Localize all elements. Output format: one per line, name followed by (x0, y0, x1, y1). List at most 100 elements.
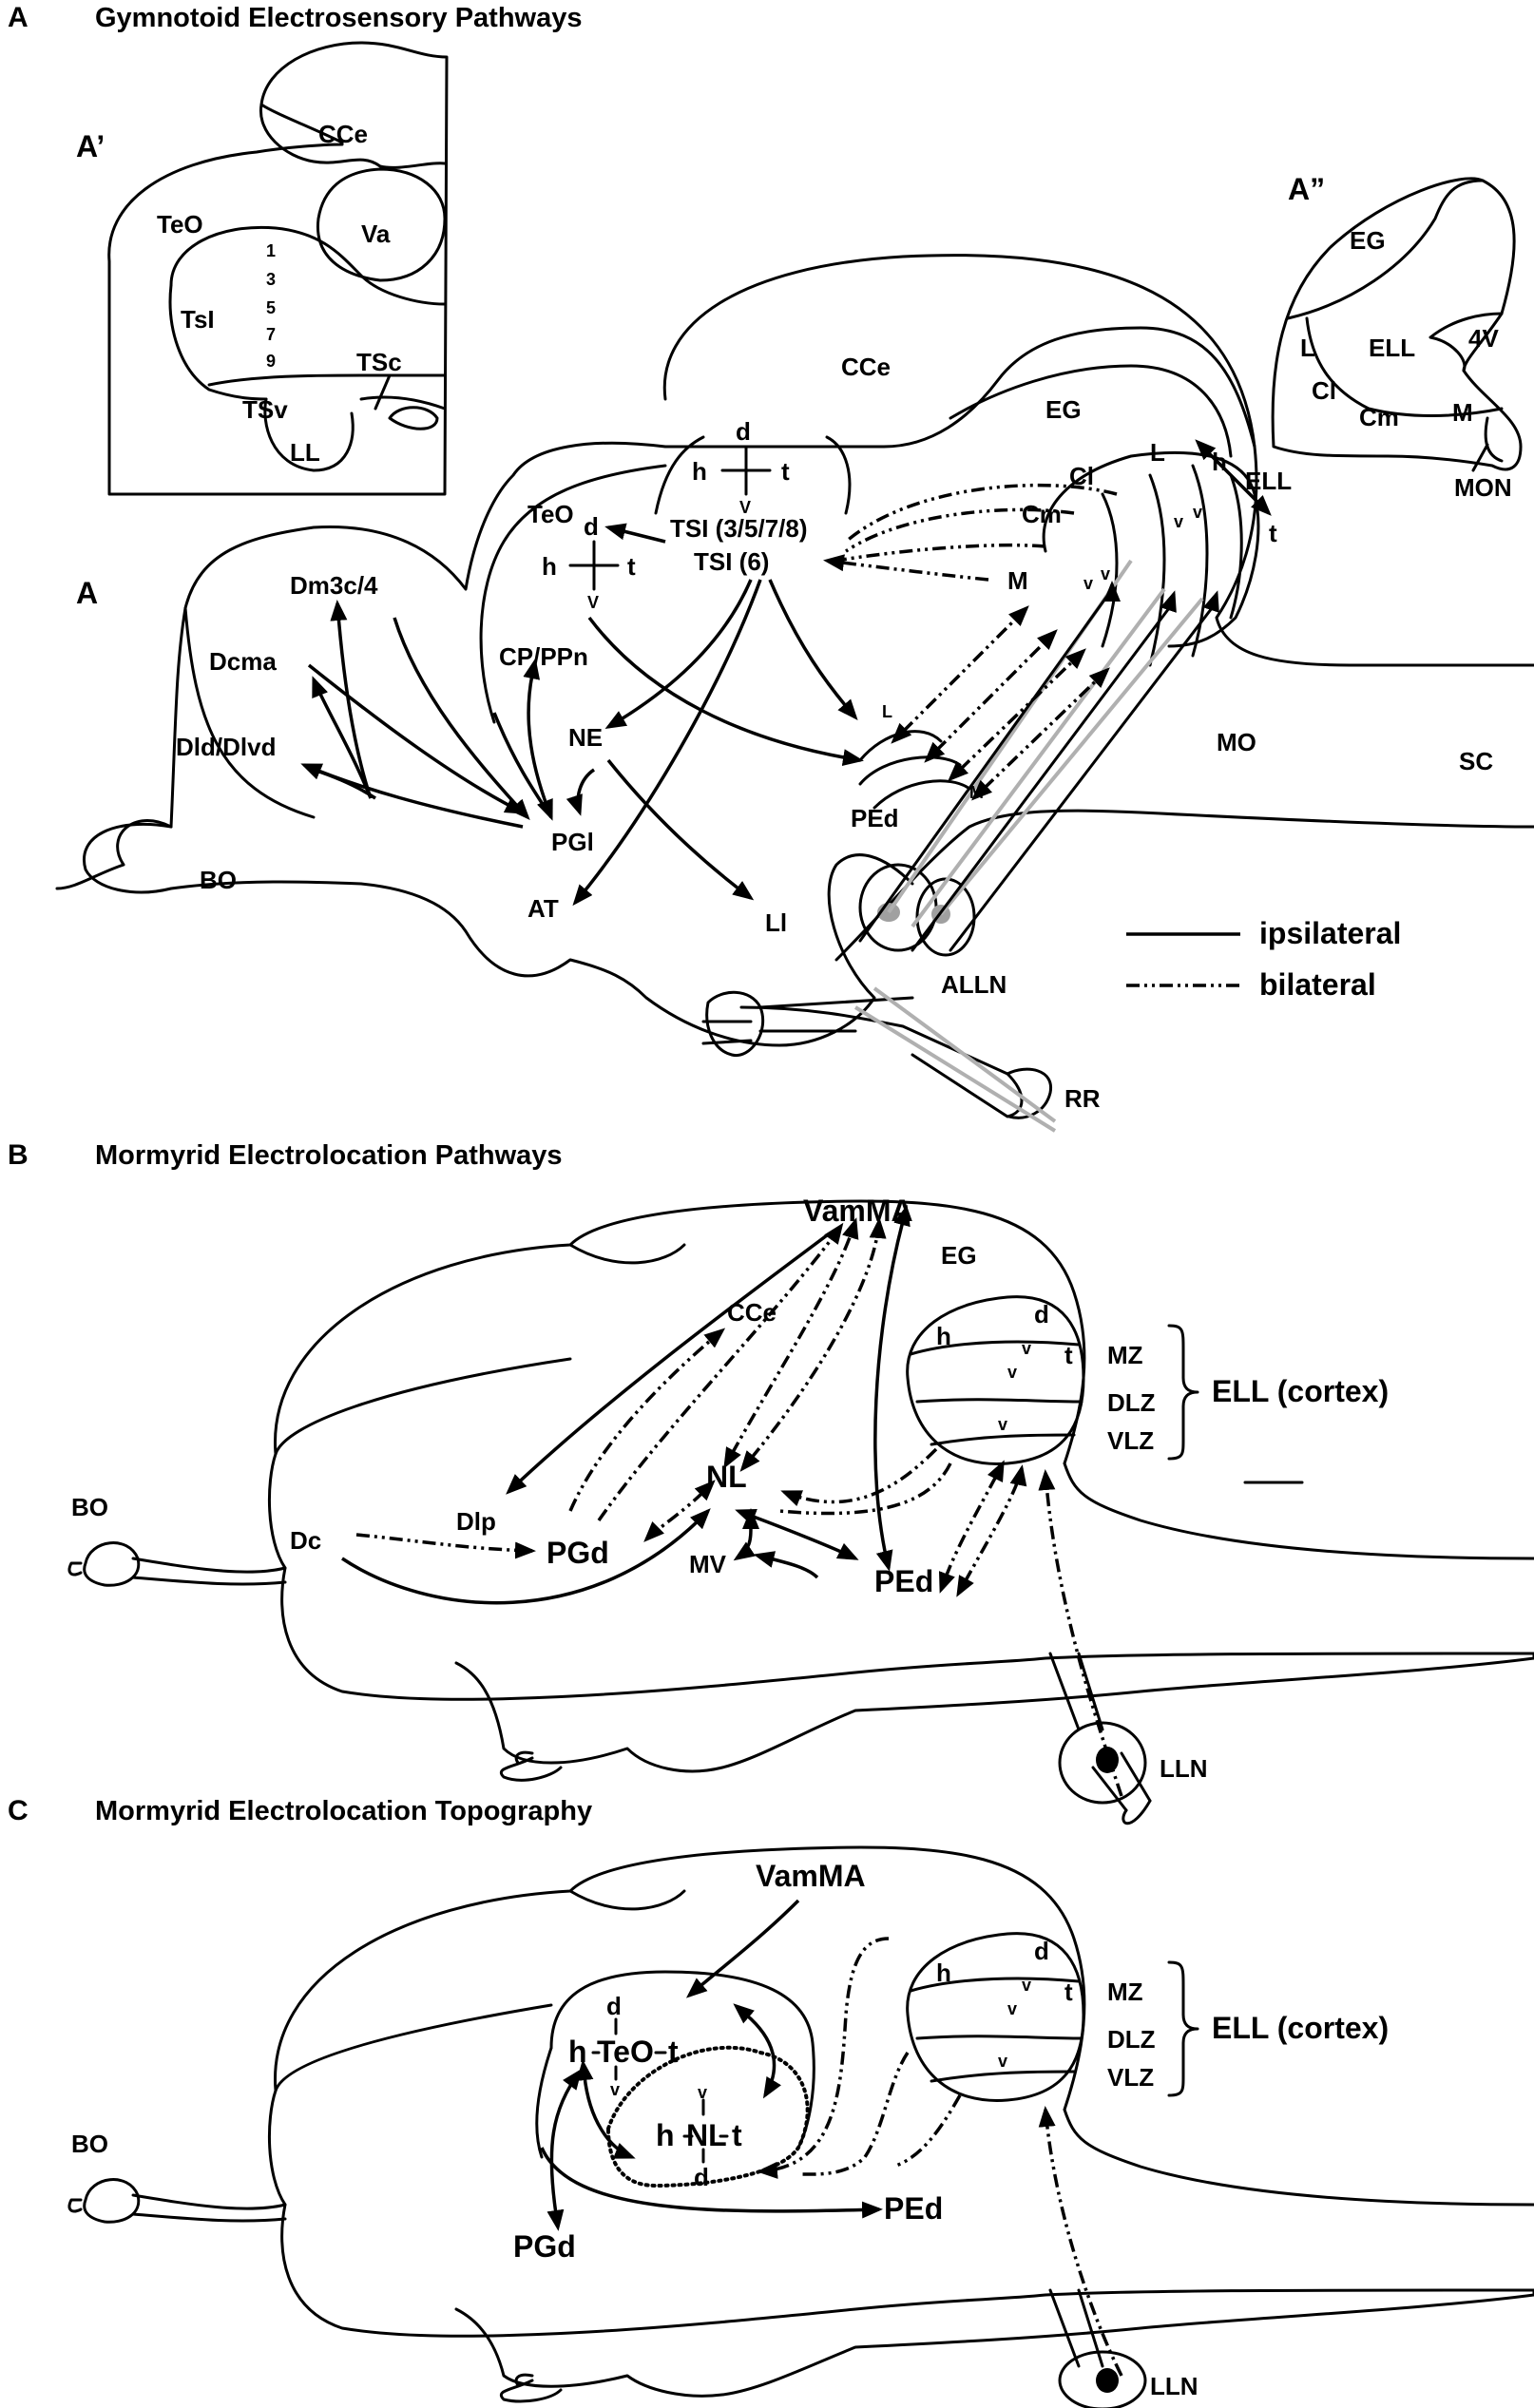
inset-a-prime-cce-label: CCe (318, 120, 368, 148)
panel-c-letter: C (8, 1795, 29, 1826)
panel-b-cerebellum-outline (274, 1199, 1086, 1465)
inset-a-prime-ll-label: LL (290, 438, 320, 467)
c-teo-nl-bi (733, 2003, 781, 2099)
panel-c-nl-v-label: v (698, 2083, 707, 2102)
panel-a-m-label: M (1007, 566, 1028, 595)
panel-c-hypophysis (500, 2373, 563, 2403)
panel-b-dlp-label: Dlp (456, 1507, 496, 1536)
nerve-to-ell-3 (1202, 590, 1219, 613)
b-ell-to-nl (780, 1447, 938, 1507)
inset-a-prime-cce (259, 103, 447, 169)
inset-a-prime-layer-5: 5 (266, 298, 276, 317)
inset-a-double-prime-tag: A” (1288, 172, 1325, 206)
panel-a-ell-v-1: v (1083, 574, 1093, 593)
inset-a-double-prime-ell-label: ELL (1369, 334, 1415, 362)
inset-a-prime-tsl (169, 225, 447, 306)
panel-a-ped-m-label: M (969, 783, 984, 802)
panel-b-olfactory-tract (131, 1557, 287, 1586)
nerve-to-ell-2 (1160, 590, 1177, 613)
panel-c-nl-t-label: t (732, 2118, 742, 2152)
panel-c-teo-t-label: t (668, 2035, 679, 2069)
panel-b-ipsilateral-paths (341, 1204, 911, 1605)
panel-a-t-label: t (1269, 519, 1277, 547)
inset-a-prime-layer-7: 7 (266, 325, 276, 344)
teo-cross-v: V (587, 593, 599, 612)
panel-b-v-label-2: v (1007, 1363, 1017, 1382)
inset-a-double-prime-ventricle (1429, 312, 1504, 373)
panel-c-teo-oval (549, 1970, 815, 2150)
inset-a-prime-tsl-lower (168, 283, 268, 401)
ne-to-pgl (566, 768, 596, 816)
panel-a-bo-label: BO (200, 866, 237, 894)
b-dc-to-pgd (355, 1533, 536, 1559)
panel-a-mo-label: MO (1217, 728, 1256, 756)
panel-a-ped-l-label: L (882, 702, 892, 721)
b-mv-side (753, 1551, 819, 1579)
panel-c-upper-outline (568, 1889, 686, 1911)
panel-b-nl-label: NL (706, 1460, 747, 1494)
teo-cross-d: d (584, 512, 599, 541)
panel-c: C Mormyrid Electrolocation Topography (8, 1795, 1534, 2408)
panel-c-vlz-label: VLZ (1107, 2063, 1154, 2092)
panel-c-teo-h-label: h (568, 2035, 587, 2069)
panel-c-ell-v-2: v (1007, 1999, 1017, 2018)
panel-c-lln-ganglion (1058, 2350, 1147, 2408)
c-teo-to-ped (540, 2147, 883, 2219)
panel-a-l-label: L (1150, 438, 1165, 467)
panel-c-teo-v-label: v (610, 2080, 620, 2099)
panel-b-ell-mz-line (909, 1340, 1081, 1356)
inset-a-prime-teo-label: TeO (157, 210, 203, 239)
panel-b-pgd-label: PGd (546, 1536, 609, 1570)
teo-cross-t: t (627, 552, 636, 581)
c-vamma-to-teo (685, 1899, 800, 1998)
panel-c-lln-tube (1048, 2288, 1104, 2368)
b-pgd-to-cce (568, 1328, 726, 1512)
inset-a-prime-tag: A’ (76, 129, 105, 163)
panel-b-eg-label: EG (941, 1241, 977, 1270)
panel-c-olfactory-tract (131, 2193, 287, 2223)
panel-a-cce-label: CCe (841, 353, 891, 381)
panel-c-lobe-inner (274, 2003, 553, 2093)
m-to-tsl (823, 554, 989, 582)
panel-b-t-label: t (1064, 1341, 1073, 1369)
panel-b-mz-label: MZ (1107, 1341, 1143, 1369)
inset-a-double-prime-cm-label: Cm (1359, 403, 1399, 431)
panel-c-bo (67, 2178, 141, 2224)
panel-c-ell-dlz-line (915, 2035, 1083, 2040)
inset-a-prime-layer-3: 3 (266, 270, 276, 289)
panel-b-vamma-label: VamMA (803, 1194, 913, 1228)
panel-b-letter: B (8, 1139, 29, 1171)
panel-c-mz-label: MZ (1107, 1978, 1143, 2006)
c-ell-to-nl-2 (797, 2052, 910, 2176)
panel-a-telencephalon (183, 606, 316, 819)
inset-a-double-prime-mon-label: MON (1454, 473, 1512, 502)
panel-a-bulb-outline (55, 819, 173, 890)
panel-c-dlz-label: DLZ (1107, 2025, 1156, 2054)
panel-c-teo-left (535, 2046, 553, 2159)
panel-b-h-label: h (936, 1322, 951, 1350)
ell-ped-1 (891, 605, 1029, 744)
panel-a-cerebellum-outline (662, 254, 1256, 449)
b-dc-to-nl (341, 1508, 711, 1605)
panel-b-ell-dlz-line (915, 1398, 1083, 1404)
panel-a-dcma-label: Dcma (209, 647, 277, 676)
panel-a-ventral-outline (83, 822, 914, 1047)
pgl-to-dm (330, 600, 373, 799)
inset-a-prime-ll (263, 397, 355, 472)
inset-a-double-prime-cl (1305, 316, 1504, 417)
panel-b-lln-ganglion (1058, 1721, 1147, 1805)
panel-a-ne-label: NE (568, 723, 603, 752)
inset-a-double-prime-m-label: M (1452, 398, 1473, 427)
b-nl-mv (733, 1508, 759, 1561)
inset-a-prime-tsv-label: TSv (242, 395, 288, 424)
inset-a-double-prime: A” EG L ELL 4V Cl Cm M MON (1271, 172, 1523, 502)
tsl-cross-d: d (736, 417, 751, 446)
inset-a-prime: A’ CCe TeO Va TsI 1 3 5 7 9 TSc TSv LL (76, 41, 449, 496)
inset-a-prime-tsl-label: TsI (181, 305, 215, 334)
panel-a-pgl-label: PGl (551, 828, 594, 856)
panel-a-alln-label: ALLN (941, 970, 1007, 999)
panel-a-teo-label: TeO (527, 500, 574, 528)
legend-bilateral-label: bilateral (1259, 967, 1376, 1002)
tsl-cross-v: V (739, 498, 751, 517)
ell-topography-arrow (1195, 439, 1272, 516)
